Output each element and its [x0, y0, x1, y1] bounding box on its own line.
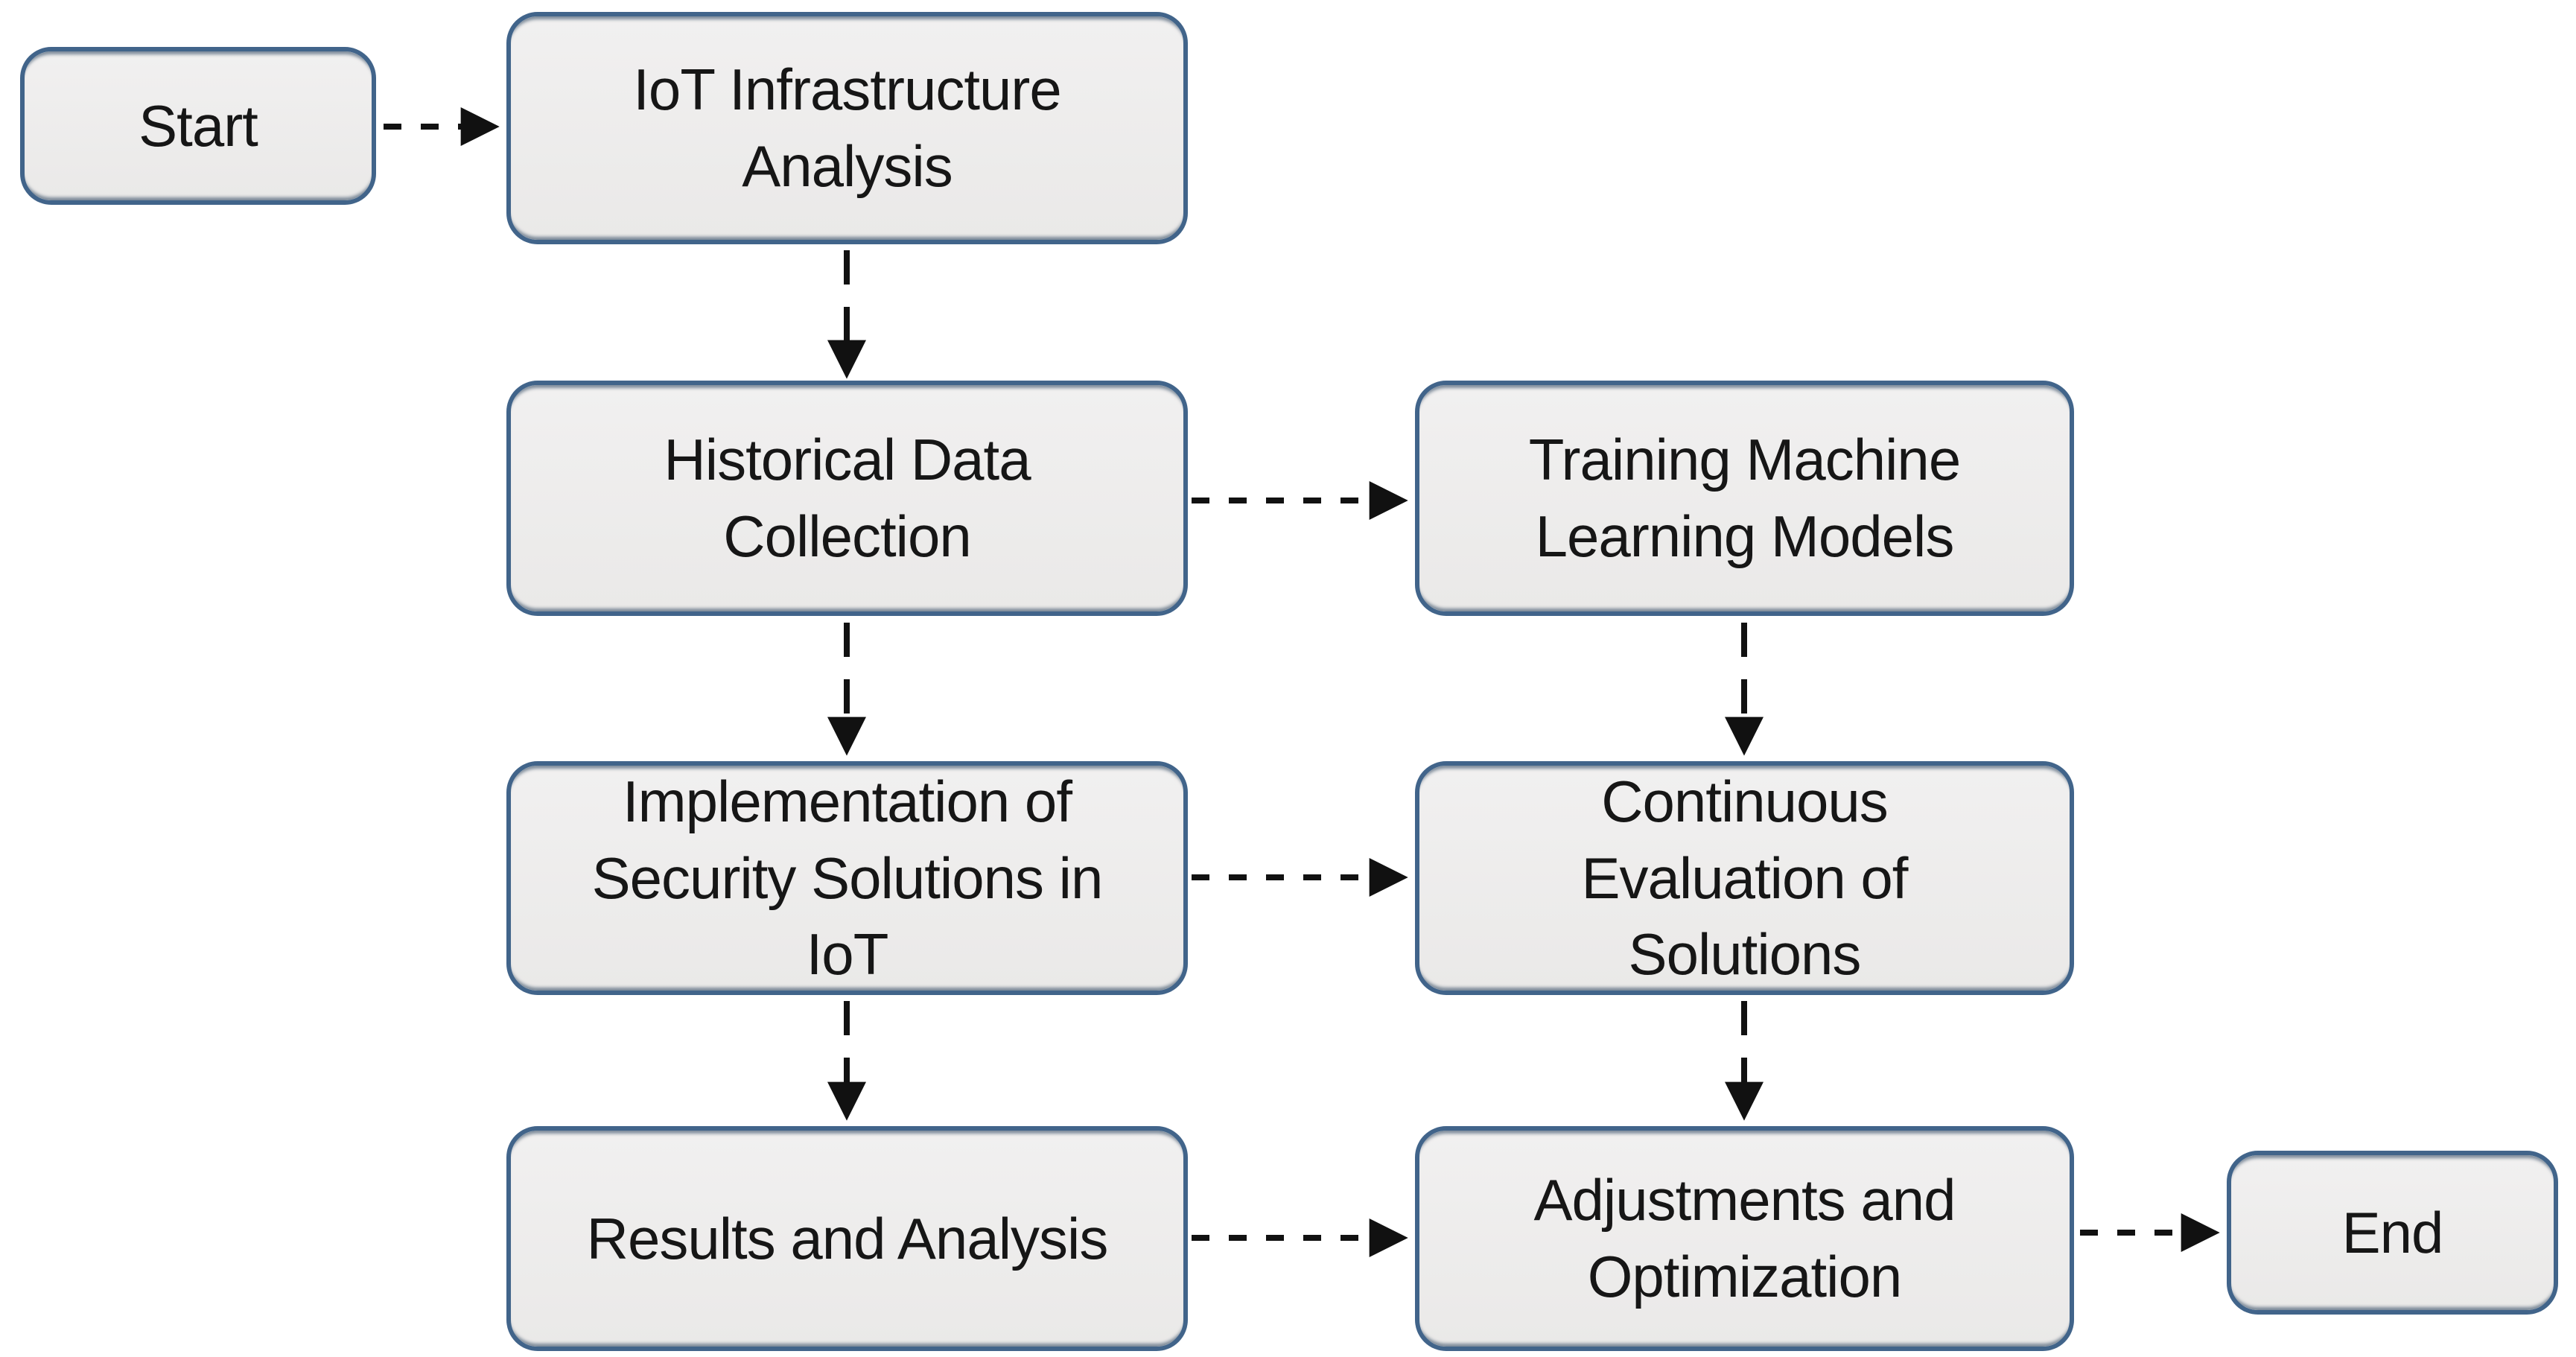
node-iot-infrastructure-analysis: IoT Infrastructure Analysis	[506, 12, 1188, 244]
node-results-and-analysis: Results and Analysis	[506, 1126, 1188, 1351]
node-start: Start	[20, 47, 376, 205]
node-adjustments-and-optimization: Adjustments and Optimization	[1415, 1126, 2074, 1351]
node-implementation-of-security-solutions-in-iot: Implementation of Security Solutions in …	[506, 761, 1188, 995]
node-training-machine-learning-models: Training Machine Learning Models	[1415, 381, 2074, 616]
node-historical-data-collection: Historical Data Collection	[506, 381, 1188, 616]
node-end: End	[2227, 1151, 2558, 1315]
node-continuous-evaluation-of-solutions: Continuous Evaluation of Solutions	[1415, 761, 2074, 995]
